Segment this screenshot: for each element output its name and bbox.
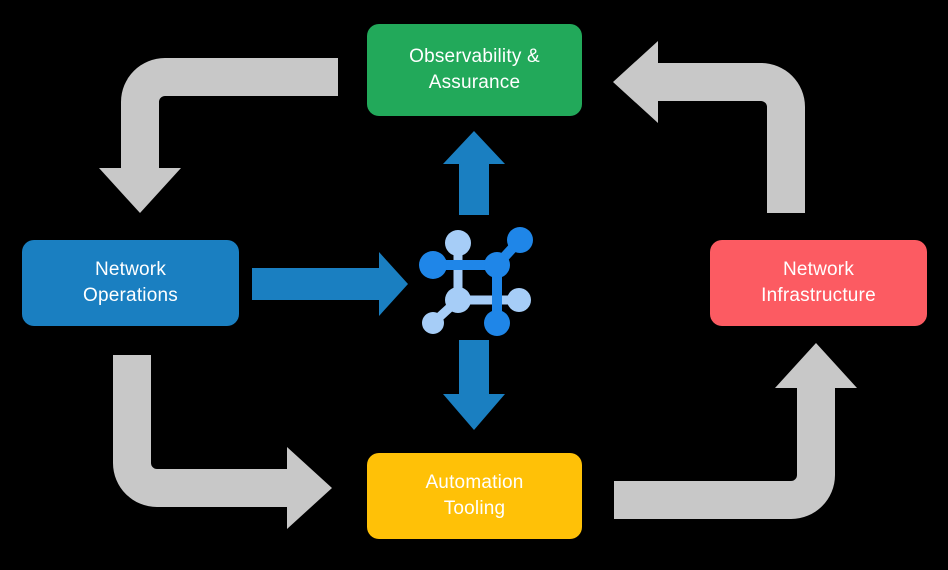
arrow-center-to-automation: [443, 340, 505, 430]
arrow-center-to-observability: [443, 131, 505, 215]
node-network-operations[interactable]: Network Operations: [22, 240, 239, 326]
arrow-operations-to-automation: [113, 355, 332, 529]
network-topology-icon: [419, 227, 533, 336]
node-network-infrastructure[interactable]: Network Infrastructure: [710, 240, 927, 326]
arrow-operations-to-center: [252, 252, 408, 316]
arrow-observability-to-operations: [99, 58, 338, 213]
node-automation-tooling[interactable]: Automation Tooling: [367, 453, 582, 539]
arrow-infrastructure-to-observability: [613, 41, 805, 213]
node-observability-assurance[interactable]: Observability & Assurance: [367, 24, 582, 116]
arrow-automation-to-infrastructure: [614, 343, 857, 519]
